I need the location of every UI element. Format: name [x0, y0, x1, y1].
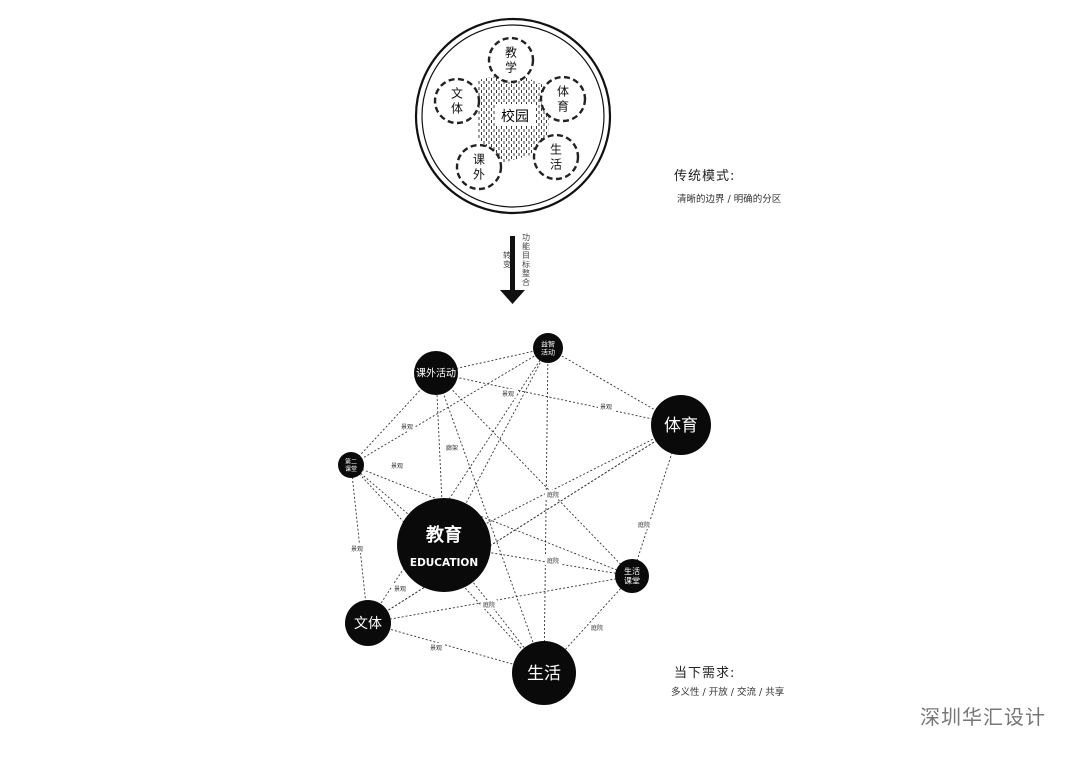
transition-arrow: 转变 功能目标整合 [500, 232, 530, 304]
edge-label-bg [349, 544, 365, 553]
network-node-label: 第二课堂 [345, 458, 357, 473]
traditional-node-label: 教学 [505, 45, 517, 75]
network-edge [435, 372, 545, 674]
campus-center-label: 校园 [501, 108, 529, 125]
edge-label-bg [545, 556, 561, 565]
edge-label: 庭院 [547, 557, 559, 565]
arrow-shaft [510, 236, 515, 290]
network-edge [435, 372, 633, 577]
edge-label-bg [389, 461, 405, 470]
arrow-right-label: 功能目标整合 [522, 232, 530, 287]
network-node-label: 文体 [354, 616, 382, 632]
traditional-node [455, 143, 503, 191]
network-node [397, 498, 491, 592]
edge-label: 景观 [430, 645, 442, 652]
network-node-label: 益智活动 [541, 339, 555, 356]
network-node-sublabel: EDUCATION [410, 557, 478, 569]
traditional-subtitle: 清晰的边界 / 明确的分区 [677, 194, 782, 205]
traditional-node-label: 生活 [550, 143, 562, 172]
edge-label-bg [428, 643, 444, 652]
network-edge [367, 575, 633, 624]
edge-label-bg [636, 520, 652, 529]
current-needs-subtitle: 多义性 / 开放 / 交流 / 共享 [671, 687, 785, 698]
traditional-node-label: 文体 [451, 86, 463, 116]
edge-label-bg [392, 584, 408, 593]
network-node-label: 体育 [664, 416, 698, 436]
traditional-node-label: 体育 [557, 85, 569, 114]
outer-ring [414, 17, 612, 215]
edge-label-bg [399, 422, 415, 431]
network-edge [435, 347, 549, 374]
traditional-node-label: 课外 [473, 153, 485, 182]
network-node [615, 559, 649, 593]
arrow-head [500, 290, 525, 304]
traditional-node [539, 75, 587, 123]
campus-label-bg [495, 104, 535, 126]
edge-label-bg [598, 402, 614, 411]
traditional-node [487, 36, 535, 84]
current-needs-title: 当下需求: [674, 666, 736, 681]
network-edge [435, 372, 682, 426]
edge-label-bg [444, 443, 460, 452]
network-node-label: 生活 [527, 664, 561, 684]
edge-label: 景观 [351, 546, 363, 553]
network-node [533, 333, 563, 363]
edge-label: 庭院 [547, 491, 559, 499]
network-edge [367, 424, 682, 624]
traditional-node [433, 77, 481, 125]
edge-label-bg [481, 600, 497, 609]
edge-label-bg [545, 490, 561, 499]
watermark: 深圳华汇设计 [920, 705, 1046, 729]
network-node-label: 教育 [426, 524, 462, 546]
network-node-label: 课外活动 [416, 368, 456, 380]
edge-label: 庭院 [483, 601, 495, 609]
edge-label: 景观 [391, 463, 403, 470]
network-node [345, 600, 391, 646]
network-node [651, 395, 711, 455]
edge-label: 景观 [401, 424, 413, 431]
edge-label: 景观 [394, 586, 406, 593]
edge-label: 庭院 [638, 521, 650, 529]
traditional-title: 传统模式: [674, 169, 736, 184]
network-node [414, 351, 458, 395]
network-node [338, 452, 364, 478]
network-edge [350, 464, 369, 624]
arrow-left-label: 转变 [503, 250, 511, 269]
edge-label-bg [589, 623, 605, 632]
network-edge [367, 347, 549, 624]
network-node [512, 641, 576, 705]
edge-label: 廊架 [446, 444, 458, 452]
traditional-node [532, 133, 580, 181]
edge-label: 景观 [502, 391, 514, 398]
edge-label: 庭院 [591, 624, 603, 632]
edge-label-bg [500, 389, 516, 398]
edge-label: 景观 [600, 404, 612, 411]
inner-ring [421, 24, 605, 208]
network-node-label: 生活课堂 [624, 566, 640, 586]
